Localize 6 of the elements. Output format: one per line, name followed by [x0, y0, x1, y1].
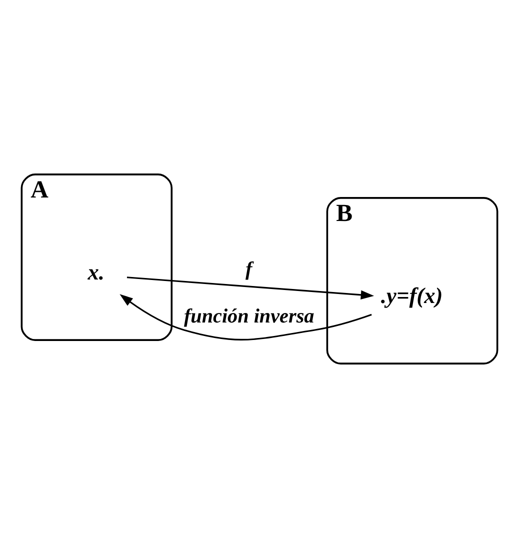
- arrow: [126, 276, 374, 300]
- edge-label: f: [246, 258, 252, 281]
- edge-label: función inversa: [184, 306, 314, 328]
- node-text: x.: [88, 260, 104, 285]
- node-text: .y=f(x): [380, 283, 443, 308]
- arrow: [120, 294, 372, 340]
